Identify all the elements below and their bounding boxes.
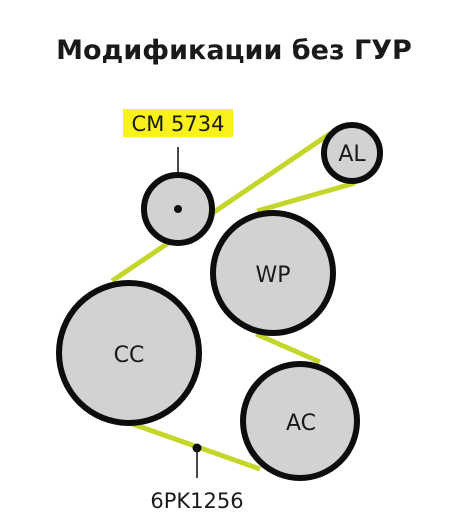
pulley-wp: WP — [210, 210, 336, 336]
belt-segment-al-wp — [256, 180, 356, 214]
pulley-al: AL — [321, 122, 383, 184]
belt-segment-cc-al — [110, 130, 333, 284]
pulley-ac-label: AC — [286, 411, 316, 436]
pulley-tensioner — [141, 172, 215, 246]
belt-segment-wp-ac — [254, 331, 322, 365]
belt-part-label: 6PK1256 — [150, 489, 243, 513]
pulley-al-label: AL — [338, 142, 366, 167]
belt-segment-ac-cc — [123, 418, 261, 472]
drive-belt — [110, 130, 356, 472]
pulley-wp-label: WP — [255, 263, 290, 288]
page-title: Модификации без ГУР — [56, 35, 412, 66]
tensioner-center-dot — [174, 205, 182, 213]
tensioner-label-highlight — [123, 109, 233, 137]
pulley-cc-label: CC — [114, 343, 145, 368]
pulley-cc: CC — [56, 280, 202, 426]
pulley-ac: AC — [240, 361, 360, 481]
tensioner-part-label: CM 5734 — [132, 112, 225, 136]
